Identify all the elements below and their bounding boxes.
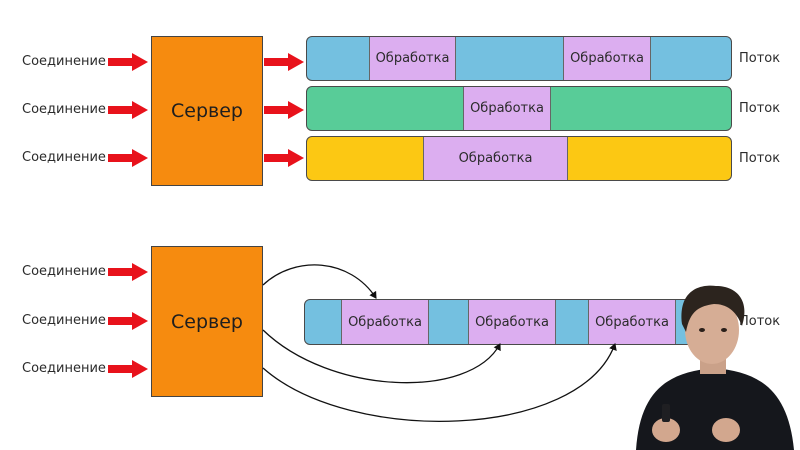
arrow-right-icon xyxy=(264,53,304,71)
arrow-right-icon xyxy=(264,101,304,119)
arrow-right-icon xyxy=(108,101,148,119)
arrow-right-icon xyxy=(108,53,148,71)
processing-segment: Обработка xyxy=(588,300,676,344)
curve-arrow xyxy=(262,264,377,299)
connection-label: Соединение xyxy=(22,102,106,117)
connection-label: Соединение xyxy=(22,313,106,328)
server-label: Сервер xyxy=(171,100,243,122)
processing-segment: Обработка xyxy=(423,137,568,180)
connection-label: Соединение xyxy=(22,150,106,165)
arrow-right-icon xyxy=(108,263,148,281)
server-box: Сервер xyxy=(151,36,263,186)
curve-arrow xyxy=(262,343,617,422)
thread-label: Поток xyxy=(739,51,781,66)
thread-bar: Обработка xyxy=(306,136,732,181)
arrow-right-icon xyxy=(108,312,148,330)
connection-label: Соединение xyxy=(22,361,106,376)
thread-bar: Обработка Обработка xyxy=(306,36,732,81)
processing-segment: Обработка xyxy=(341,300,429,344)
presenter-figure xyxy=(636,285,794,450)
processing-segment: Обработка xyxy=(463,87,551,130)
processing-segment: Обработка xyxy=(468,300,556,344)
connection-label: Соединение xyxy=(22,54,106,69)
server-box: Сервер xyxy=(151,246,263,397)
server-label: Сервер xyxy=(171,310,243,333)
curve-arrow xyxy=(262,329,501,384)
thread-label: Поток xyxy=(739,151,781,166)
arrow-right-icon xyxy=(108,360,148,378)
thread-bar: Обработка Обработка Обработка xyxy=(304,299,714,345)
connection-label: Соединение xyxy=(22,264,106,279)
thread-bar: Обработка xyxy=(306,86,732,131)
thread-label: Поток xyxy=(739,314,781,329)
arrow-right-icon xyxy=(108,149,148,167)
arrow-right-icon xyxy=(264,149,304,167)
processing-segment: Обработка xyxy=(563,37,651,80)
thread-label: Поток xyxy=(739,101,781,116)
presenter-video xyxy=(628,280,800,450)
processing-segment: Обработка xyxy=(369,37,456,80)
